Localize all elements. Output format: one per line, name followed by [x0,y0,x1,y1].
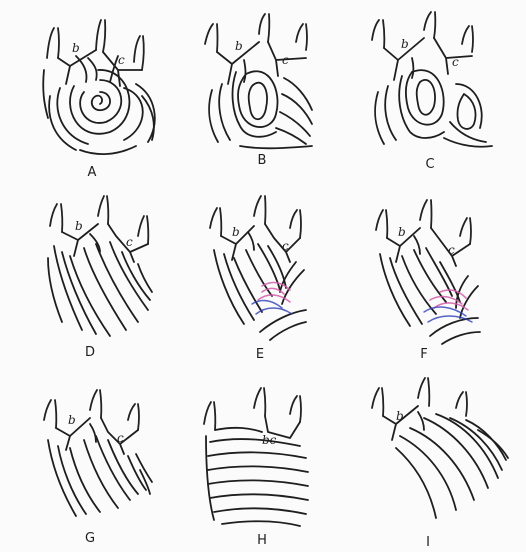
plate-label: H [257,533,267,548]
triradius-label: b [398,225,406,239]
triradius-label: c [448,243,455,257]
plate-f: b c F [376,200,480,362]
plate-label: G [85,531,95,546]
triradius-label: c [282,53,289,67]
triradius-label: c [452,55,459,69]
triradius-label: b [72,41,80,55]
plate-b: b c B [205,14,312,168]
plate-label: B [258,153,267,168]
plate-e: b c E [210,196,306,362]
triradius-label: b [401,37,409,51]
plate-g: b c G [44,390,152,546]
triradius-label: c [118,53,125,67]
triradius-label: b [232,225,240,239]
plate-label: D [85,345,95,360]
triradius-label: c [126,235,133,249]
plate-label: I [426,535,430,550]
plate-d: b c D [48,196,152,360]
plate-a: b c A [43,20,155,180]
plate-c: b c C [372,12,492,172]
triradius-label: bc [262,433,277,447]
plate-label: F [420,347,427,362]
plate-label: C [425,157,434,172]
triradius-label: b [396,409,404,423]
triradius-label: b [75,219,83,233]
plate-label: E [256,347,264,362]
triradius-label: b [68,413,76,427]
triradius-label: b [235,39,243,53]
plate-i: b I [372,378,508,550]
plate-h: bc H [204,388,308,548]
triradius-label: c [282,239,289,253]
triradius-label: c [117,431,124,445]
plate-label: A [88,165,97,180]
